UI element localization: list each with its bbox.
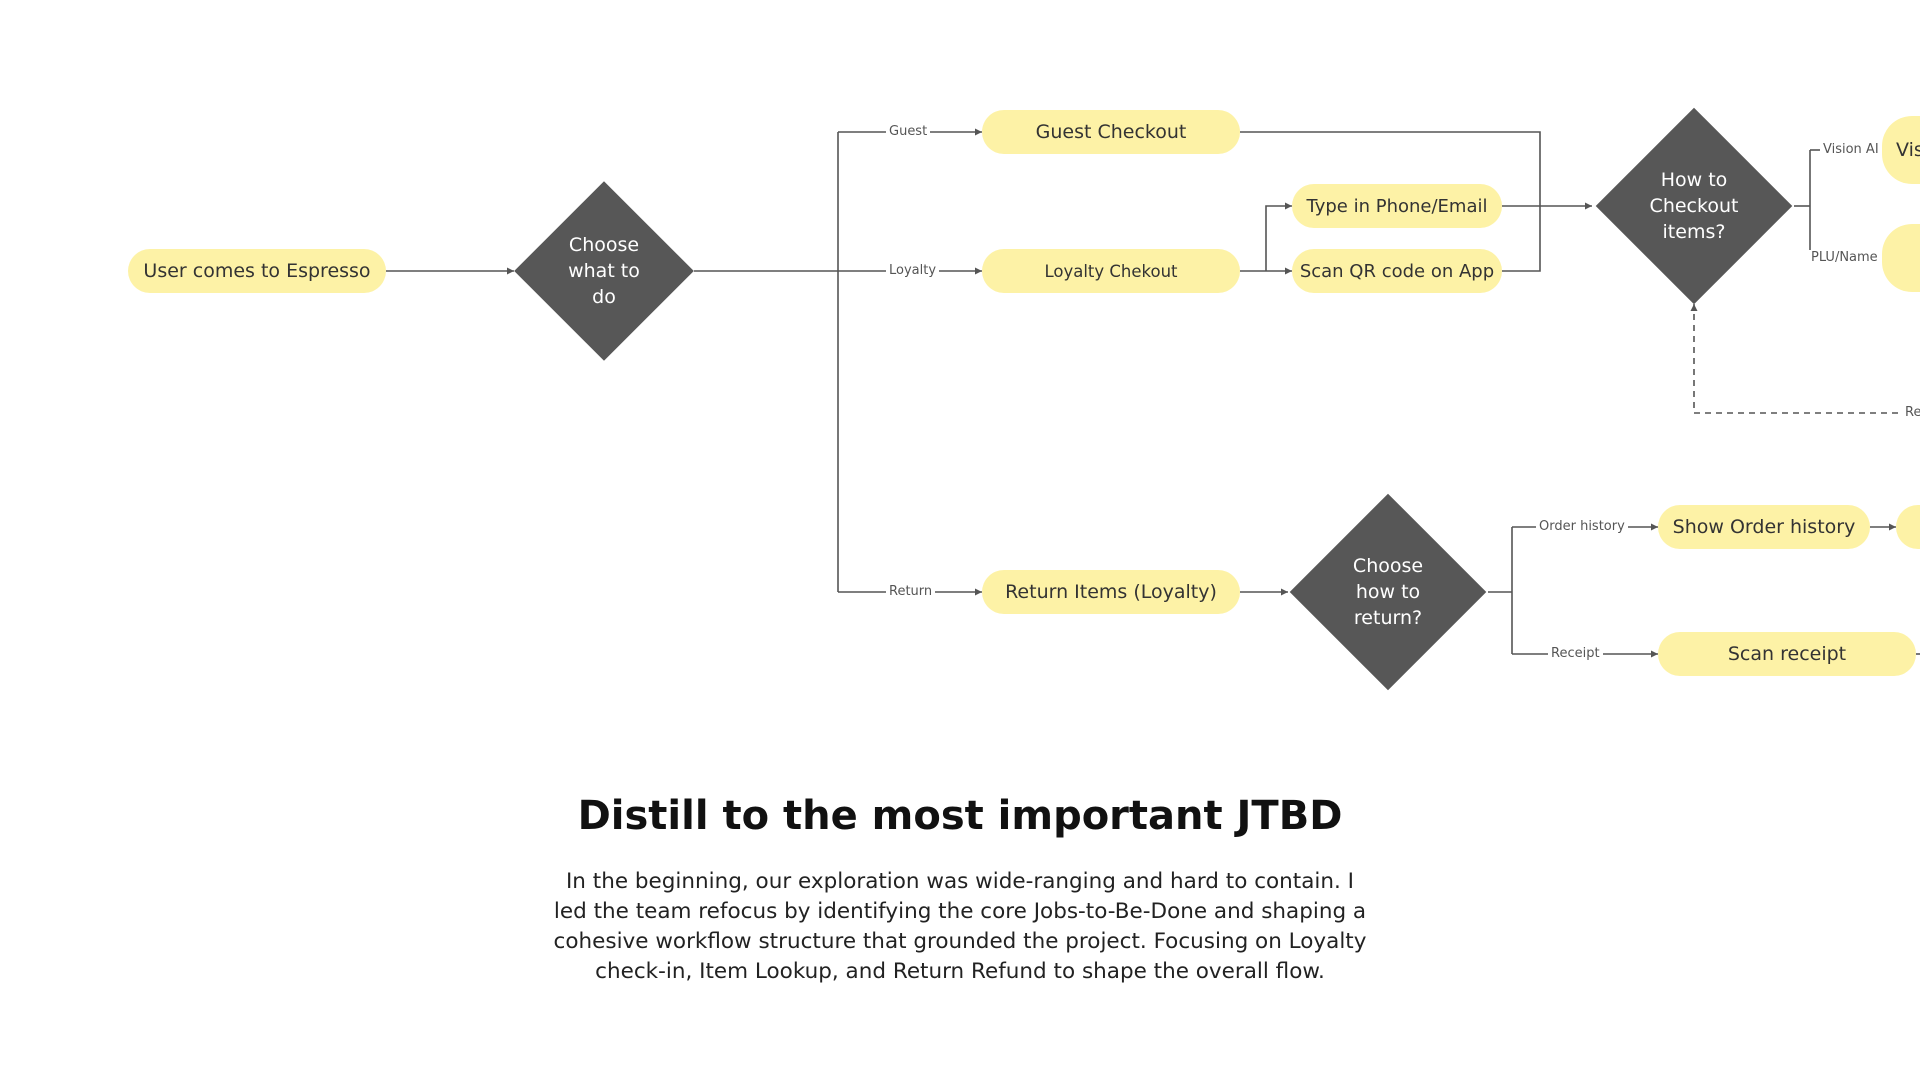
section-heading: Distill to the most important JTBD [577,793,1343,839]
edge-label-guest: Guest [886,124,931,140]
decision-choose-what-label: Choose what to do [568,234,640,308]
node-plu-partial [1882,224,1920,292]
node-start: User comes to Espresso [128,249,386,293]
flowchart-connectors [386,128,1920,658]
edge-label-loyalty: Loyalty [886,263,940,279]
edge-label-return: Return [886,584,936,600]
section-body: In the beginning, our exploration was wi… [553,869,1367,984]
node-scan-receipt: Scan receipt [1658,632,1916,676]
node-show-order-history: Show Order history [1658,505,1870,549]
edge-label-re-partial: Re [1902,405,1920,421]
node-return-items: Return Items (Loyalty) [982,570,1240,614]
decision-how-checkout-label: How to Checkout items? [1649,169,1739,243]
node-vision-partial: Vis [1882,116,1920,184]
node-loyalty-checkout: Loyalty Chekout [982,249,1240,293]
edge-guest-to-how [1240,131,1541,206]
edge-label-plu-name: PLU/Name [1808,250,1881,266]
node-type-phone: Type in Phone/Email [1292,184,1502,228]
edge-label-receipt: Receipt [1548,646,1603,662]
edge-label-order-history: Order history [1536,519,1628,535]
edge-label-vision-ai: Vision AI [1820,142,1882,158]
node-scan-qr: Scan QR code on App [1292,249,1502,293]
decision-choose-return: Choose how to return? [1288,493,1488,691]
flowchart: User comes to Espresso Guest Checkout Lo… [128,107,1920,691]
decision-choose-return-label: Choose how to return? [1352,555,1424,629]
decision-choose-what: Choose what to do [514,181,694,361]
edge-dashed-return [1690,304,1920,414]
node-guest-checkout: Guest Checkout [982,110,1240,154]
decision-how-checkout: How to Checkout items? [1594,107,1794,305]
edge-to-phone [1265,202,1292,271]
edge-qr-to-how [1502,206,1541,272]
